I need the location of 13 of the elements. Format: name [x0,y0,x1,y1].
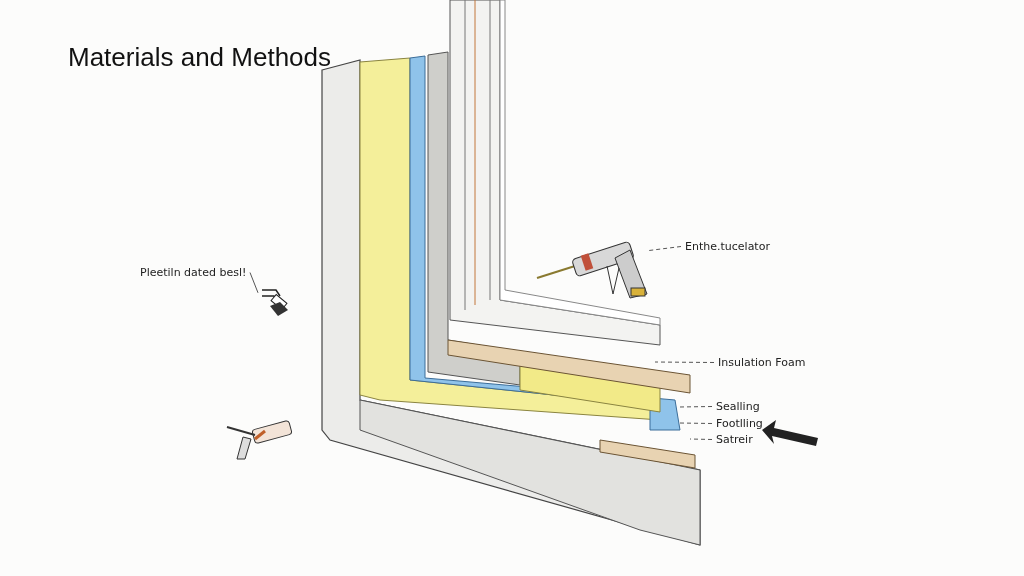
callout-label: Pleetiln dated besl! [140,266,247,279]
leader-line [689,438,713,440]
leader-line [654,361,715,363]
title: Materials and Methods [68,42,332,73]
leader-line [648,246,682,251]
leader-line [679,406,713,408]
leader-line [679,422,713,424]
callout-label: Insulation Foam [718,356,806,369]
callout-label: Satreir [716,433,753,446]
callout-label: Enthe.tucelator [685,240,770,253]
callout-label: Footlling [716,417,763,430]
callout-label: Sealling [716,400,760,413]
leader-line [249,272,259,294]
